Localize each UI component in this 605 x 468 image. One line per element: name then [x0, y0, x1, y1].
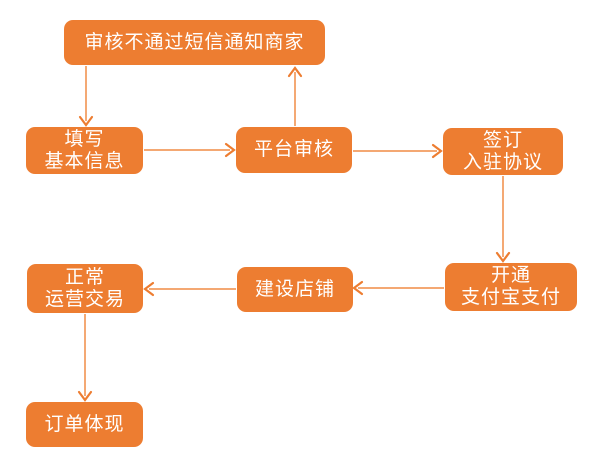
- node-label-line2: 入驻协议: [462, 151, 543, 173]
- node-label-line2: 运营交易: [44, 288, 125, 310]
- node-label-line1: 正常: [64, 266, 105, 288]
- arrowhead-operate-to-order: [77, 390, 93, 402]
- node-label-line2: 支付宝支付: [460, 287, 561, 308]
- node-open-alipay-payment: 开通 支付宝支付: [445, 263, 577, 311]
- node-label: 建设店铺: [254, 278, 335, 300]
- node-platform-review: 平台审核: [236, 127, 352, 173]
- arrowhead-fill-to-review: [224, 142, 236, 158]
- node-label-line1: 开通: [490, 265, 531, 286]
- node-normal-operation-trading: 正常 运营交易: [27, 264, 143, 313]
- node-label-line2: 基本信息: [44, 150, 125, 172]
- arrowhead-sign-to-alipay: [495, 251, 511, 263]
- node-build-shop: 建设店铺: [237, 267, 353, 312]
- arrowhead-review-to-sign: [431, 143, 443, 159]
- node-label: 平台审核: [253, 139, 334, 160]
- node-fill-basic-info: 填写 基本信息: [26, 127, 143, 174]
- arrowhead-review-to-notify: [287, 66, 303, 78]
- node-sign-entry-agreement: 签订 入驻协议: [443, 128, 563, 175]
- node-label-line1: 签订: [482, 129, 523, 151]
- arrowhead-shop-to-operate: [143, 281, 155, 297]
- node-order-withdrawal: 订单体现: [26, 402, 143, 447]
- node-label: 审核不通过短信通知商家: [84, 31, 305, 53]
- node-label-line1: 填写: [64, 128, 105, 150]
- arrowhead-notify-to-fill: [78, 115, 94, 127]
- node-label: 订单体现: [44, 413, 125, 435]
- node-sms-notify-merchant: 审核不通过短信通知商家: [64, 20, 325, 65]
- arrowhead-alipay-to-shop: [352, 280, 364, 296]
